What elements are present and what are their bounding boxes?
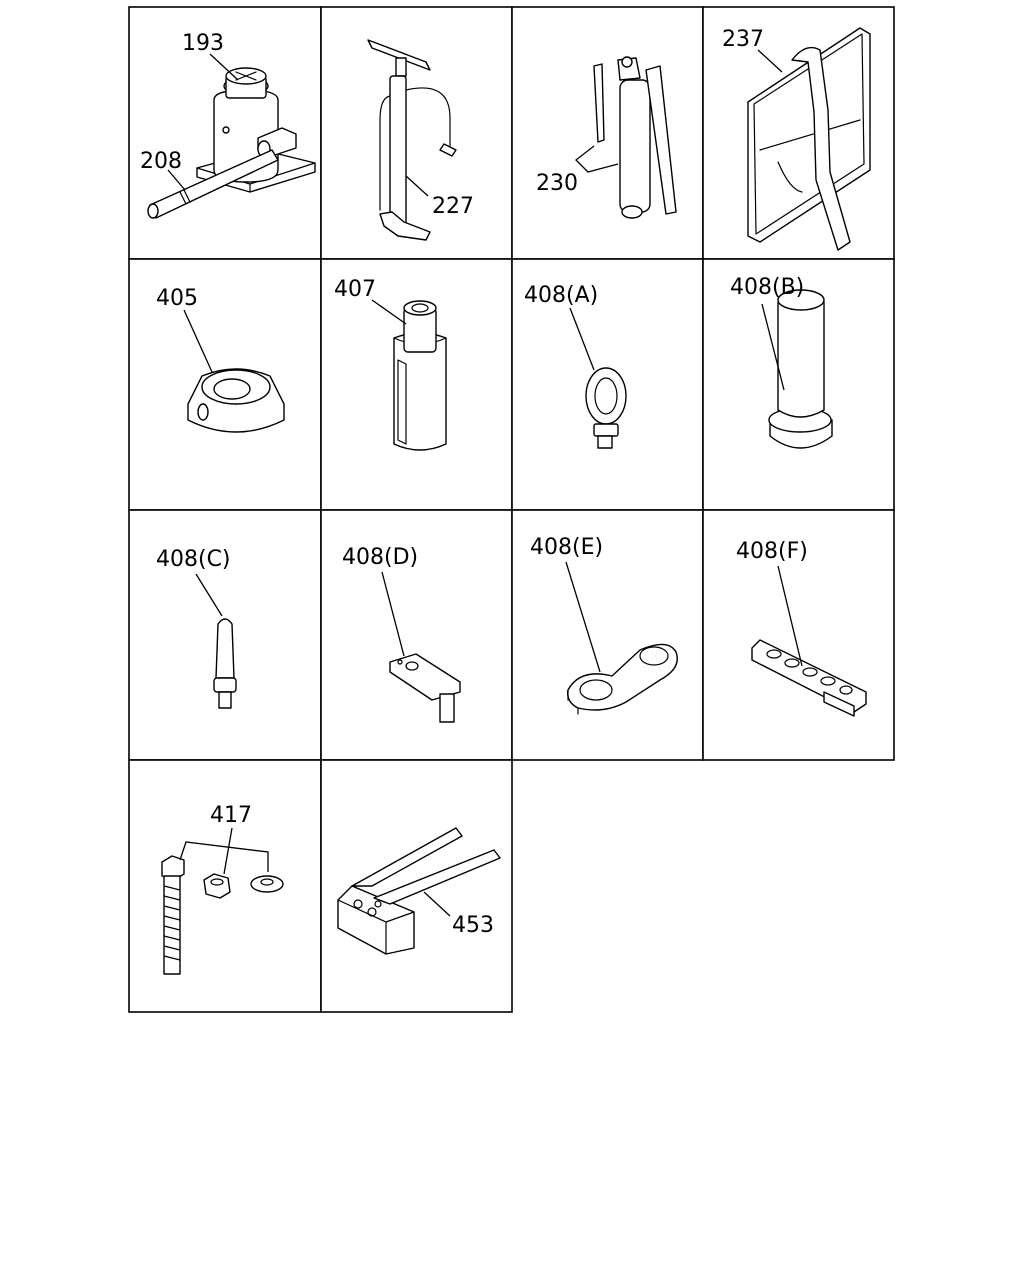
pin-icon xyxy=(213,618,237,709)
label-408e: 408(E) xyxy=(530,535,603,560)
cell-408f xyxy=(702,509,895,761)
tire-pump-icon xyxy=(367,39,457,241)
label-407: 407 xyxy=(334,277,376,302)
eye-bolt-icon xyxy=(585,367,627,449)
leader-453 xyxy=(423,891,451,917)
leader-193 xyxy=(209,53,239,81)
label-408c: 408(C) xyxy=(156,547,231,572)
label-408d: 408(D) xyxy=(342,545,418,570)
label-405: 405 xyxy=(156,286,198,311)
leader-405 xyxy=(183,309,213,373)
cell-230 xyxy=(511,6,704,260)
leader-237 xyxy=(757,49,783,73)
double-ring-plate-icon xyxy=(567,643,678,715)
cap-icon xyxy=(768,289,833,449)
leader-230 xyxy=(575,145,619,173)
leader-408a xyxy=(569,307,595,371)
label-227: 227 xyxy=(432,194,474,219)
cell-227 xyxy=(320,6,513,260)
label-408a: 408(A) xyxy=(524,283,598,308)
label-230: 230 xyxy=(536,171,578,196)
plate-pin-icon xyxy=(389,653,461,723)
leader-227 xyxy=(405,175,429,197)
fork-bracket-icon xyxy=(337,827,501,955)
leader-208 xyxy=(167,169,186,191)
label-417: 417 xyxy=(210,803,252,828)
leader-408d xyxy=(381,571,405,657)
bolt-nut-washer-icon xyxy=(161,855,284,975)
grease-gun-icon xyxy=(593,56,677,219)
sleeve-tool-icon xyxy=(393,300,447,451)
collar-icon xyxy=(187,368,285,433)
leader-408e xyxy=(565,561,601,673)
label-208: 208 xyxy=(140,149,182,174)
leader-408b xyxy=(761,303,785,391)
leader-408f xyxy=(777,565,803,667)
label-193: 193 xyxy=(182,31,224,56)
label-453: 453 xyxy=(452,913,494,938)
cell-408d xyxy=(320,509,513,761)
bottle-jack-icon xyxy=(147,67,316,219)
tool-bag-icon xyxy=(747,27,871,251)
leader-407 xyxy=(371,299,407,325)
hole-bar-icon xyxy=(751,639,867,717)
label-237: 237 xyxy=(722,27,764,52)
label-408b: 408(B) xyxy=(730,275,804,300)
label-408f: 408(F) xyxy=(736,539,808,564)
leader-417 xyxy=(179,827,269,875)
leader-408c xyxy=(195,573,223,617)
